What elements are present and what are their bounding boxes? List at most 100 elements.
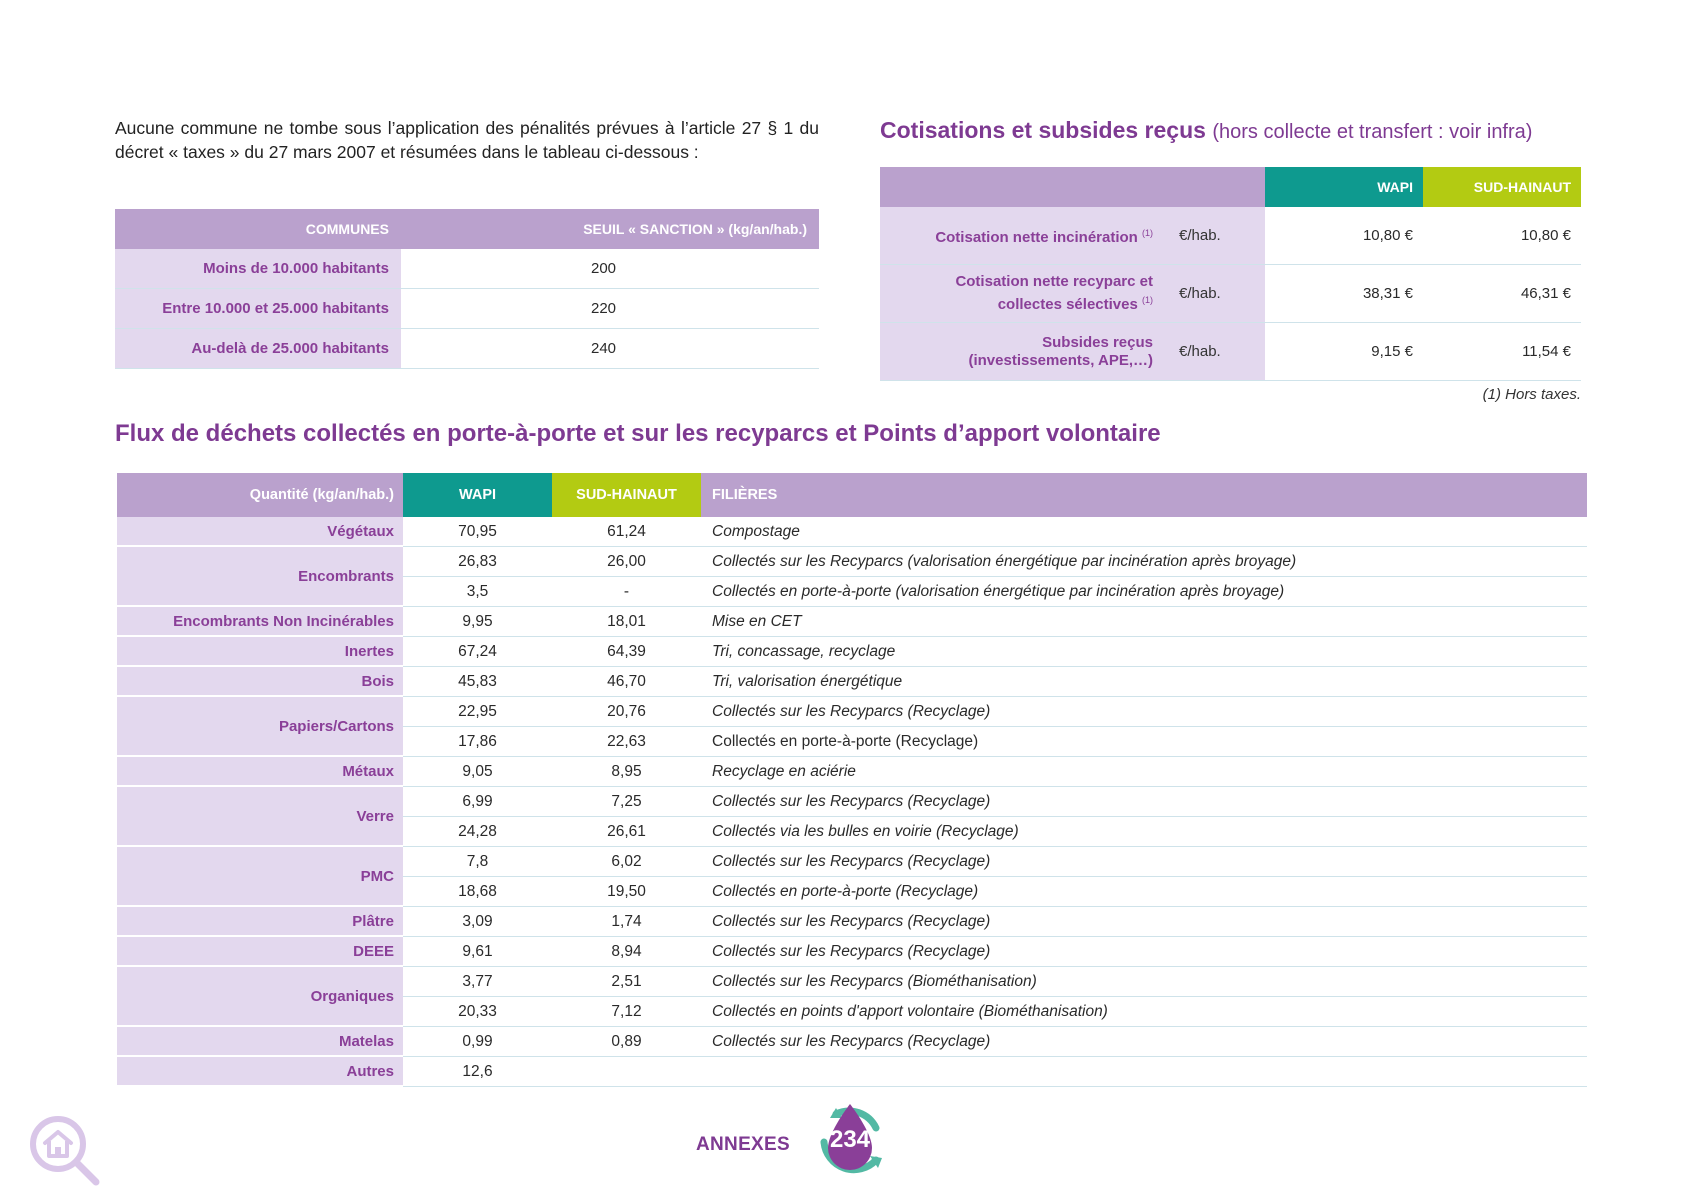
filiere-text: Collectés en porte-à-porte (valorisation…: [712, 582, 1285, 600]
cotisations-title-main: Cotisations et subsides reçus: [880, 117, 1206, 143]
table-row-group: Plâtre 3,09 1,74 Collectés sur les Recyparc…: [117, 907, 1587, 937]
header-filieres: FILIÈRES: [701, 473, 1587, 517]
table-row: 3,09 1,74 Collectés sur les Recyparcs (Rec…: [403, 907, 1587, 937]
filiere-text: Collectés sur les Recyparcs (Recyclage): [712, 852, 991, 870]
value-sud-hainaut: 46,70: [607, 672, 646, 690]
row-value: 240: [591, 340, 617, 357]
value-sud-hainaut: [552, 1057, 701, 1086]
value-wapi: 3,09: [462, 912, 493, 930]
row-label-text: Subsides reçus: [1042, 333, 1153, 351]
category-label: Matelas: [117, 1027, 403, 1057]
filiere-text: Collectés sur les Recyparcs (valorisatio…: [712, 552, 1297, 570]
cotisations-table-header: WAPI SUD-HAINAUT: [880, 167, 1581, 207]
row-label: Cotisation nette incinération (1): [880, 224, 1157, 247]
value-sud-hainaut: 20,76: [607, 702, 646, 720]
value-wapi: 38,31 €: [1362, 285, 1413, 302]
value-wapi: 70,95: [458, 522, 497, 540]
category-label: Organiques: [117, 967, 403, 1027]
category-label: Inertes: [117, 637, 403, 667]
home-search-icon[interactable]: [26, 1112, 106, 1191]
row-label-cell: Cotisation nette incinération (1) €/hab.: [880, 207, 1265, 264]
category-label: Papiers/Cartons: [117, 697, 403, 757]
value-wapi: 9,05: [462, 762, 493, 780]
row-label: Subsides reçus(investissements, APE,…): [880, 334, 1157, 370]
seuil-table-header: COMMUNES SEUIL « SANCTION » (kg/an/hab.): [115, 209, 819, 249]
value-wapi: 3,5: [466, 582, 489, 600]
value-sud-hainaut: 2,51: [611, 972, 642, 990]
value-wapi: 7,8: [466, 852, 489, 870]
filiere-text: Collectés sur les Recyparcs (Recyclage): [712, 912, 991, 930]
category-label: Encombrants: [117, 547, 403, 607]
cotisations-title-note: (hors collecte et transfert : voir infra…: [1212, 121, 1533, 143]
category-label: PMC: [117, 847, 403, 907]
header-seuil: SEUIL « SANCTION » (kg/an/hab.): [583, 221, 807, 237]
header-sud-hainaut: SUD-HAINAUT: [552, 473, 701, 517]
header-communes: COMMUNES: [305, 221, 389, 237]
value-sud-hainaut: 1,74: [611, 912, 642, 930]
table-row: Entre 10.000 et 25.000 habitants 220: [115, 289, 819, 329]
row-label-text: Cotisation nette recyparc et: [955, 273, 1153, 290]
value-sud-hainaut: 26,61: [607, 822, 646, 840]
intro-paragraph: Aucune commune ne tombe sous l’applicati…: [115, 118, 819, 162]
header-wapi: WAPI: [403, 473, 552, 517]
header-wapi: WAPI: [1265, 167, 1423, 207]
value-sud-hainaut: 18,01: [607, 612, 646, 630]
category-label: Plâtre: [117, 907, 403, 937]
cotisations-table: WAPI SUD-HAINAUT Cotisation nette inciné…: [880, 167, 1581, 381]
value-wapi: 9,95: [462, 612, 493, 630]
value-sud-hainaut: 0,89: [611, 1032, 642, 1050]
filiere-text: Collectés via les bulles en voirie (Recy…: [712, 822, 1019, 840]
filiere-text: Collectés sur les Recyparcs (Recyclage): [712, 1032, 991, 1050]
footnote-marker: (1): [1142, 228, 1153, 238]
value-wapi: 9,15 €: [1371, 343, 1413, 360]
filiere-text: [701, 1057, 1587, 1086]
table-row: Cotisation nette incinération (1) €/hab.…: [880, 207, 1581, 265]
value-sud-hainaut: 7,25: [611, 792, 642, 810]
filiere-text: Recyclage en aciérie: [712, 762, 856, 780]
filiere-text: Tri, valorisation énergétique: [712, 672, 903, 690]
value-sud-hainaut: 10,80 €: [1520, 227, 1571, 244]
value-wapi: 26,83: [458, 552, 497, 570]
value-sud-hainaut: 26,00: [607, 552, 646, 570]
row-label-text: Cotisation nette incinération: [935, 229, 1138, 246]
filiere-text: Compostage: [712, 522, 800, 540]
category-label: Encombrants Non Incinérables: [117, 607, 403, 637]
value-sud-hainaut: 46,31 €: [1520, 285, 1571, 302]
value-wapi: 22,95: [458, 702, 497, 720]
category-rows: 9,95 18,01 Mise en CET: [403, 607, 1587, 637]
table-row: 9,95 18,01 Mise en CET: [403, 607, 1587, 637]
header-sud-hainaut: SUD-HAINAUT: [1423, 167, 1581, 207]
header-empty: [880, 167, 1265, 207]
table-row-group: Encombrants Non Incinérables 9,95 18,01 Mis…: [117, 607, 1587, 637]
category-rows: 0,99 0,89 Collectés sur les Recyparcs (Rec…: [403, 1027, 1587, 1057]
value-wapi: 17,86: [458, 732, 497, 750]
filiere-text: Mise en CET: [712, 612, 802, 630]
value-wapi: 0,99: [462, 1032, 493, 1050]
row-label: Moins de 10.000 habitants: [115, 249, 401, 288]
row-unit: €/hab.: [1179, 343, 1221, 360]
category-label: Autres: [117, 1057, 403, 1087]
table-row-group: Encombrants 26,83 26,00 Collectés sur les R…: [117, 547, 1587, 607]
category-label: Métaux: [117, 757, 403, 787]
filiere-text: Collectés en porte-à-porte (Recyclage): [712, 882, 979, 900]
category-label: Végétaux: [117, 517, 403, 547]
